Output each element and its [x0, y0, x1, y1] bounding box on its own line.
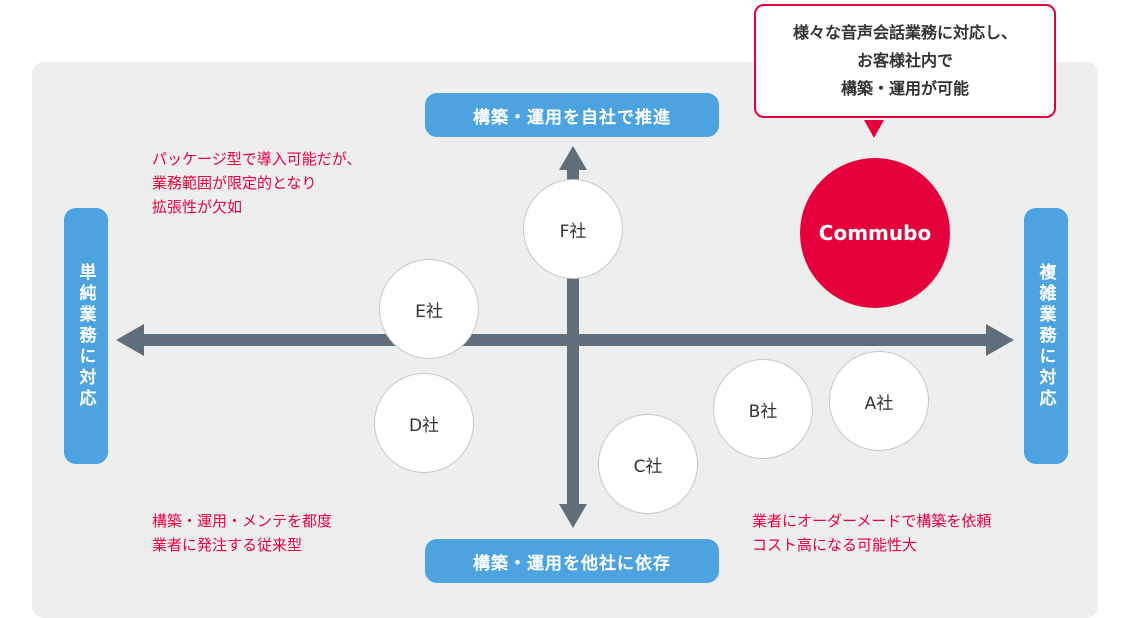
company-f: F社 — [523, 179, 623, 279]
axis-label-right: 複雑業務に対応 — [1024, 208, 1068, 464]
note-top-left-line-1: パッケージ型で導入可能だが、 — [152, 150, 362, 168]
note-top-left-line-3: 拡張性が欠如 — [152, 198, 243, 216]
company-e: E社 — [379, 259, 479, 359]
callout-line-1: 様々な音声会話業務に対応し、 — [792, 23, 1017, 42]
axis-label-bottom: 構築・運用を他社に依存 — [425, 539, 719, 583]
down-arrowhead — [559, 504, 587, 528]
note-bottom-right-line-1: 業者にオーダーメードで構築を依頼 — [752, 512, 992, 530]
axis-label-left: 単純業務に対応 — [64, 208, 108, 464]
note-top-left: パッケージ型で導入可能だが、 業務範囲が限定的となり 拡張性が欠如 — [152, 147, 361, 219]
callout-line-3: 構築・運用が可能 — [840, 79, 969, 98]
note-bottom-right-line-2: コスト高になる可能性大 — [752, 536, 918, 554]
axis-label-top: 構築・運用を自社で推進 — [425, 93, 719, 137]
callout-line-2: お客様社内で — [856, 51, 953, 70]
note-bottom-right: 業者にオーダーメードで構築を依頼 コスト高になる可能性大 — [752, 509, 991, 557]
left-arrowhead — [116, 324, 144, 356]
note-bottom-left-line-2: 業者に発注する従来型 — [152, 536, 303, 554]
company-a: A社 — [829, 351, 929, 451]
note-bottom-left: 構築・運用・メンテを都度 業者に発注する従来型 — [152, 509, 332, 557]
company-c: C社 — [598, 414, 698, 514]
commubo-callout: 様々な音声会話業務に対応し、 お客様社内で 構築・運用が可能 — [754, 4, 1056, 118]
company-d: D社 — [374, 373, 474, 473]
callout-pointer — [864, 120, 884, 138]
commubo-circle: Commubo — [800, 158, 950, 308]
right-arrowhead — [986, 324, 1014, 356]
note-bottom-left-line-1: 構築・運用・メンテを都度 — [152, 512, 333, 530]
up-arrowhead — [559, 146, 587, 170]
note-top-left-line-2: 業務範囲が限定的となり — [152, 174, 317, 192]
company-b: B社 — [713, 359, 813, 459]
